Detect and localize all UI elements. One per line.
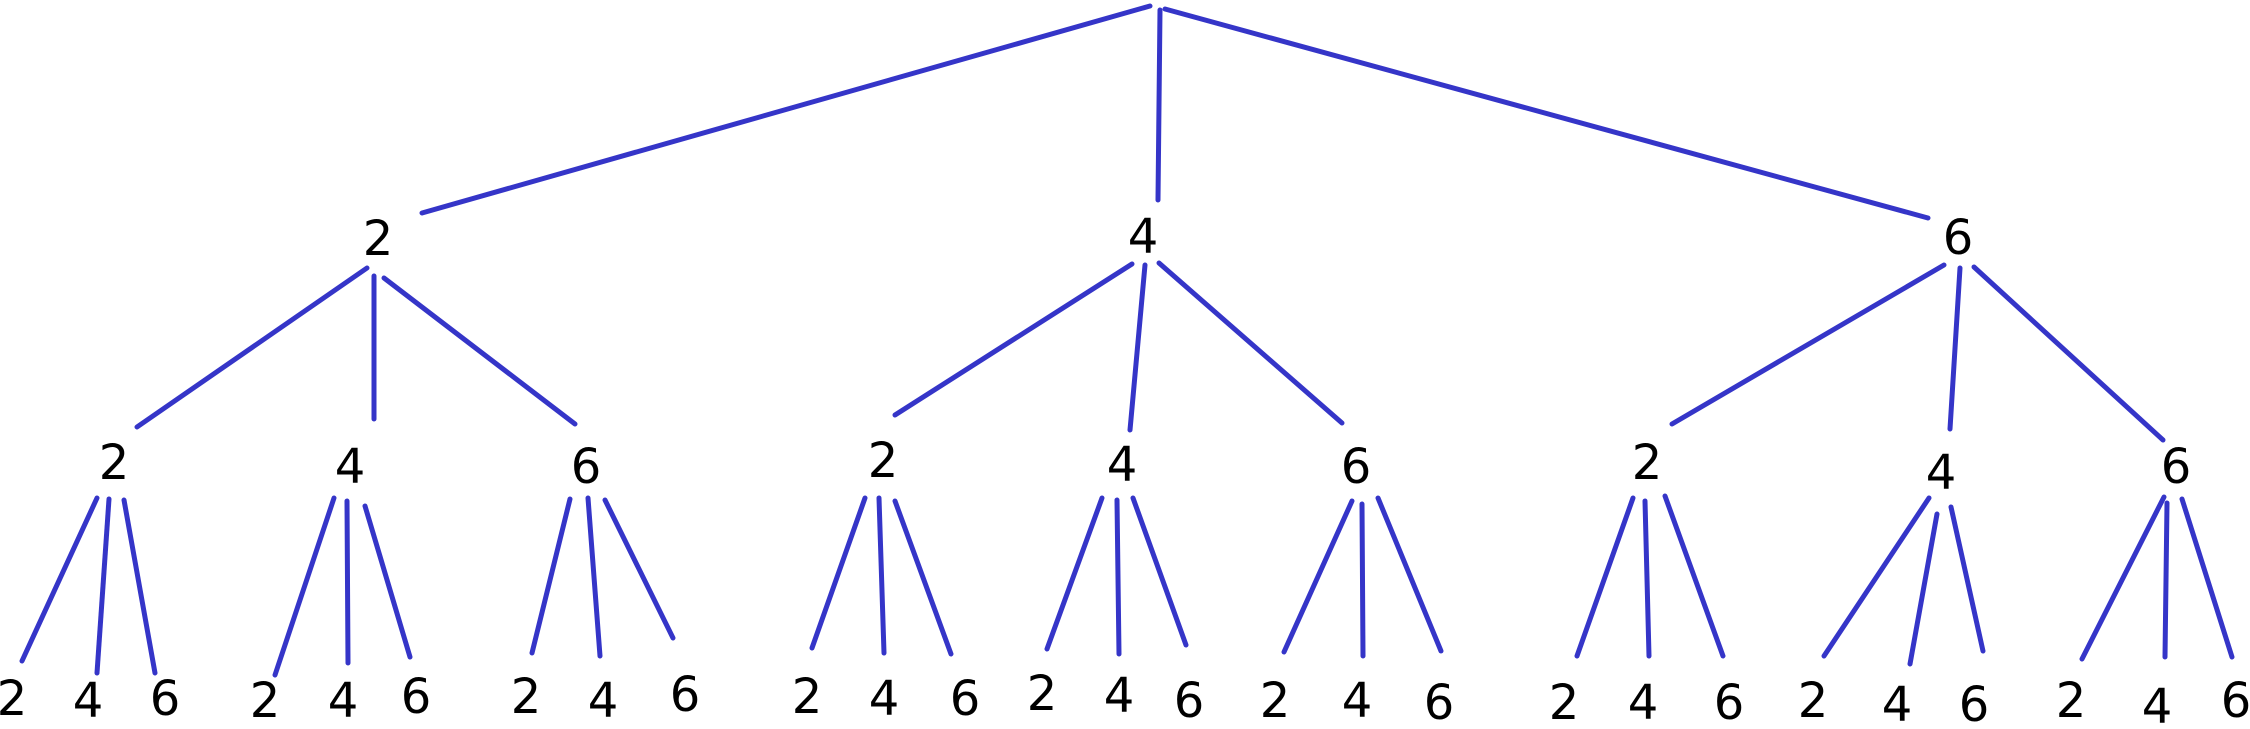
node-l1-1: 2 xyxy=(363,211,394,267)
edge-l2-7-to-l3-1 xyxy=(1574,495,1636,659)
edge-l2-5-to-l3-1 xyxy=(1044,495,1105,652)
edge-l2-1-to-l3-1 xyxy=(19,495,100,664)
node-l1-3: 6 xyxy=(1943,210,1974,266)
edge-l1-to-l2-7 xyxy=(1669,262,1947,427)
edge-root-to-l1-1 xyxy=(419,3,1153,216)
node-l2-5: 4 xyxy=(1107,437,1138,493)
edge-l2-6-to-l3-1 xyxy=(1281,498,1355,655)
node-l1-2: 4 xyxy=(1128,209,1159,265)
node-l2-8: 4 xyxy=(1926,445,1957,501)
edge-l2-2-to-l3-1 xyxy=(272,495,337,678)
edge-l2-3-to-l3-1 xyxy=(529,496,573,656)
node-l3-27: 6 xyxy=(2221,673,2250,729)
node-l3-19: 2 xyxy=(1549,675,1580,729)
node-l2-6: 6 xyxy=(1341,439,1372,495)
edge-l2-4-to-l3-3 xyxy=(892,498,954,657)
node-l3-22: 2 xyxy=(1798,673,1829,729)
node-l3-11: 4 xyxy=(869,671,900,727)
node-l3-2: 4 xyxy=(73,673,104,729)
edge-l2-3-to-l3-2 xyxy=(585,495,603,659)
node-l2-9: 6 xyxy=(2161,439,2192,495)
edge-l1-to-l2-5 xyxy=(1127,262,1148,433)
edge-l2-2-to-l3-3 xyxy=(362,503,413,660)
node-l3-23: 4 xyxy=(1882,677,1913,729)
edge-root-to-l1-3 xyxy=(1162,6,1931,221)
node-l3-24: 6 xyxy=(1959,677,1990,729)
edge-l2-9-to-l3-3 xyxy=(2179,496,2235,660)
node-l3-10: 2 xyxy=(792,669,823,725)
edge-l2-3-to-l3-3 xyxy=(602,497,676,641)
node-l2-4: 2 xyxy=(868,433,899,489)
edge-l1-to-l2-1 xyxy=(134,265,370,430)
edge-l2-6-to-l3-3 xyxy=(1375,495,1444,654)
edge-l2-7-to-l3-2 xyxy=(1642,498,1652,659)
node-l3-4: 2 xyxy=(250,673,281,729)
edge-l2-8-to-l3-2 xyxy=(1907,511,1940,667)
edge-l2-6-to-l3-2 xyxy=(1359,501,1366,659)
edge-l2-2-to-l3-2 xyxy=(344,498,351,666)
edge-l2-5-to-l3-2 xyxy=(1114,497,1122,657)
node-l3-20: 4 xyxy=(1628,675,1659,729)
edge-l2-5-to-l3-3 xyxy=(1130,495,1189,648)
node-l3-12: 6 xyxy=(950,671,981,727)
node-l3-26: 4 xyxy=(2142,679,2173,729)
node-l3-1: 2 xyxy=(0,671,27,727)
node-l3-5: 4 xyxy=(328,673,359,729)
edge-l2-9-to-l3-1 xyxy=(2079,494,2167,662)
edge-l1-to-l2-6 xyxy=(1156,260,1345,426)
edge-l2-1-to-l3-3 xyxy=(121,497,158,676)
node-l2-3: 6 xyxy=(571,439,602,495)
edge-l2-1-to-l3-2 xyxy=(94,496,112,676)
edge-l2-4-to-l3-1 xyxy=(809,495,868,651)
edge-l1-to-l2-8 xyxy=(1947,265,1963,432)
node-l3-21: 6 xyxy=(1714,675,1745,729)
node-l3-15: 6 xyxy=(1174,673,1205,729)
edge-l2-8-to-l3-1 xyxy=(1821,495,1932,659)
node-l3-6: 6 xyxy=(401,669,432,725)
tree-edges xyxy=(19,3,2235,678)
node-l3-7: 2 xyxy=(511,669,542,725)
node-l3-8: 4 xyxy=(588,673,619,729)
edge-l1-to-l2-3 xyxy=(381,275,578,427)
node-l2-2: 4 xyxy=(335,439,366,495)
node-l3-25: 2 xyxy=(2056,673,2087,729)
edge-root-to-l1-2 xyxy=(1155,7,1163,203)
edge-l2-8-to-l3-3 xyxy=(1948,504,1986,654)
edge-l2-7-to-l3-3 xyxy=(1662,493,1726,659)
edge-l1-to-l2-4 xyxy=(892,261,1135,418)
node-l3-14: 4 xyxy=(1104,668,1135,724)
edge-l2-9-to-l3-2 xyxy=(2162,500,2170,660)
node-l2-7: 2 xyxy=(1632,435,1663,491)
edge-l1-to-l2-9 xyxy=(1971,264,2166,443)
node-l2-1: 2 xyxy=(99,435,130,491)
edge-l2-4-to-l3-2 xyxy=(876,495,887,656)
node-l3-13: 2 xyxy=(1027,666,1058,722)
node-l3-18: 6 xyxy=(1424,675,1455,729)
node-l3-9: 6 xyxy=(670,667,701,723)
node-l3-3: 6 xyxy=(150,671,181,727)
node-l3-17: 4 xyxy=(1342,673,1373,729)
node-l3-16: 2 xyxy=(1260,673,1291,729)
